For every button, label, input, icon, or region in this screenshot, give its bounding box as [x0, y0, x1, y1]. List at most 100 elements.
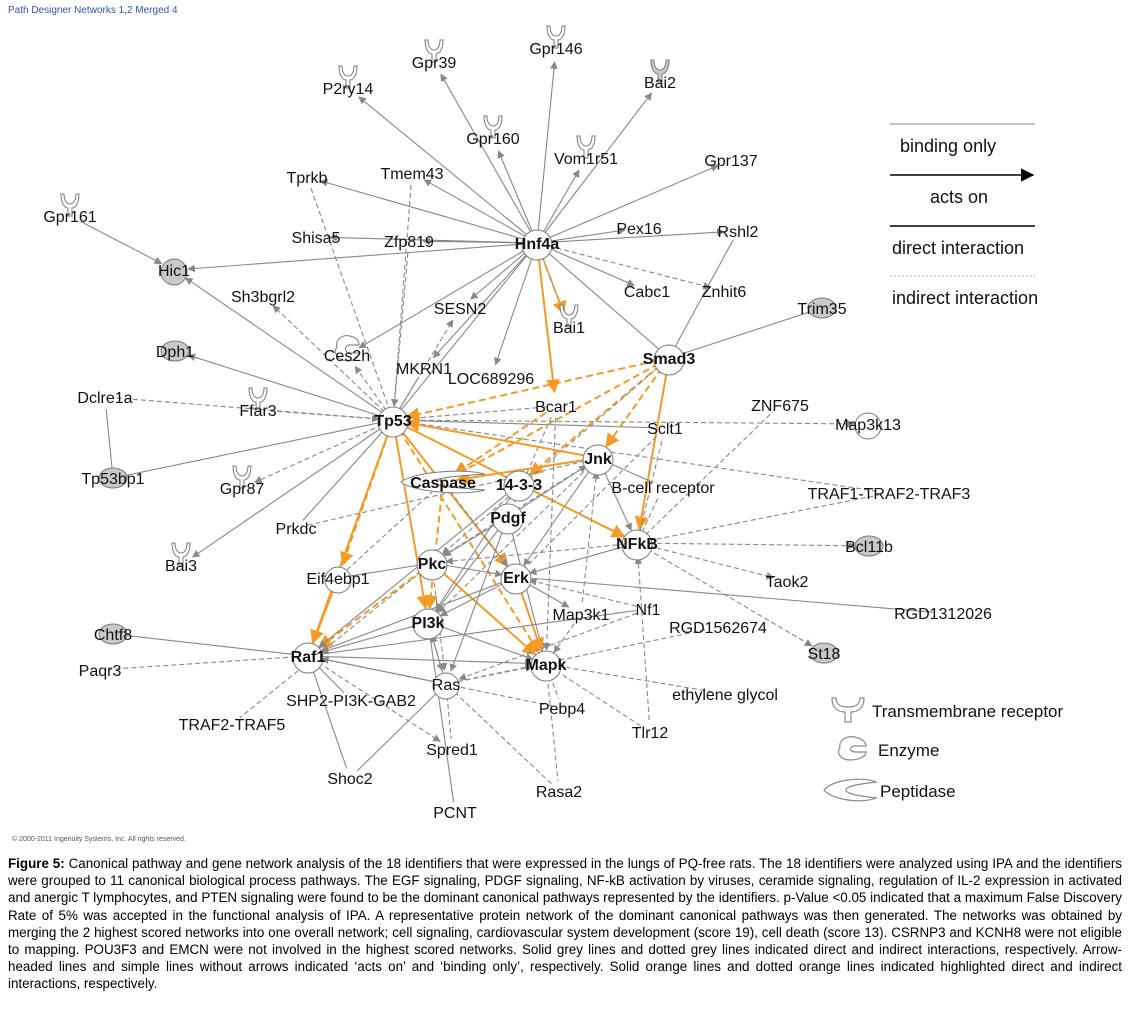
node-gpr161[interactable]: Gpr161: [43, 193, 97, 226]
edge-Pkc-Erk: [443, 564, 503, 578]
node-map3k1[interactable]: Map3k1: [553, 607, 610, 624]
node-14-3-3[interactable]: 14-3-3: [496, 470, 542, 502]
node-tprkb[interactable]: Tprkb: [287, 170, 328, 187]
node-label: Hic1: [158, 263, 190, 280]
node-chtf8[interactable]: Chtf8: [94, 623, 132, 645]
node-rshl2[interactable]: Rshl2: [718, 224, 759, 241]
edge-NFkB-Sclt1: [639, 437, 664, 532]
node-taok2[interactable]: Taok2: [766, 574, 809, 591]
node-spred1[interactable]: Spred1: [426, 742, 478, 759]
edge-Ras-Shoc2: [356, 692, 438, 772]
node-bai2[interactable]: Bai2: [644, 59, 676, 92]
node-bcl11b[interactable]: Bcl11b: [845, 535, 893, 557]
node-shoc2[interactable]: Shoc2: [327, 771, 372, 788]
node-eif4ebp1[interactable]: Eif4ebp1: [306, 566, 370, 594]
node-pdgf[interactable]: Pdgf: [490, 503, 526, 535]
node-label: Gpr137: [704, 153, 757, 170]
node-sclt1[interactable]: Sclt1: [647, 421, 683, 438]
node-oval-icon: [854, 535, 884, 557]
node-tlr12[interactable]: Tlr12: [632, 725, 669, 742]
node-label: Raf1: [291, 649, 326, 666]
node-label: Znhit6: [702, 284, 747, 301]
edge-Tp53-Sclt1: [404, 419, 656, 429]
node-circle-icon: [503, 470, 535, 502]
node-rasa2[interactable]: Rasa2: [536, 784, 582, 801]
node-label: Map3k1: [553, 607, 610, 624]
node-tp53[interactable]: Tp53: [374, 406, 412, 438]
node-ffar3[interactable]: Ffar3: [239, 387, 277, 420]
node-label: Tlr12: [632, 725, 669, 742]
edge-Smad3-14-3-3: [528, 364, 661, 476]
node-ethylene[interactable]: ethylene glycol: [672, 687, 778, 704]
node-hnf4a[interactable]: Hnf4a: [515, 229, 560, 261]
node-paqr3[interactable]: Paqr3: [79, 663, 122, 680]
node-shisa5[interactable]: Shisa5: [292, 230, 341, 247]
node-sesn2[interactable]: SESN2: [434, 301, 487, 318]
node-pex16[interactable]: Pex16: [616, 221, 661, 238]
node-pcnt[interactable]: PCNT: [433, 805, 477, 822]
node-prkdc[interactable]: Prkdc: [276, 521, 317, 538]
edge-Tp53-Prkdc: [302, 428, 386, 521]
node-label: Pkc: [418, 556, 447, 573]
edge-Jnk-Bcell: [608, 462, 655, 484]
node-trim35[interactable]: Trim35: [797, 297, 847, 319]
node-hic1[interactable]: Hic1: [158, 258, 190, 286]
node-smad3[interactable]: Smad3: [643, 344, 696, 376]
node-gpr137[interactable]: Gpr137: [704, 153, 757, 170]
edge-Map3k1-Mapk: [553, 623, 575, 654]
node-tmem43[interactable]: Tmem43: [380, 166, 443, 183]
node-label: TRAF2-TRAF5: [179, 717, 286, 734]
node-bcar1[interactable]: Bcar1: [535, 399, 577, 416]
node-znf675[interactable]: ZNF675: [751, 398, 809, 415]
node-traf123[interactable]: TRAF1-TRAF2-TRAF3: [808, 486, 971, 503]
node-label: Pex16: [616, 221, 661, 238]
edge-NFkB-Pkc: [445, 543, 626, 565]
node-map3k13[interactable]: Map3k13: [835, 412, 901, 440]
node-znhit6[interactable]: Znhit6: [702, 284, 747, 301]
node-rgd1562674[interactable]: RGD1562674: [669, 620, 767, 637]
node-label: Tp53bp1: [81, 471, 144, 488]
node-bai3[interactable]: Bai3: [165, 542, 197, 575]
node-oval-icon: [160, 340, 190, 362]
node-gpr160[interactable]: Gpr160: [466, 115, 520, 148]
edge-Smad3-Tp53: [405, 359, 658, 421]
node-label: Map3k13: [835, 417, 901, 434]
node-dclre1a[interactable]: Dclre1a: [77, 390, 132, 407]
node-ces2h[interactable]: Ces2h: [324, 335, 370, 365]
node-vom1r51[interactable]: Vom1r51: [554, 135, 618, 168]
node-raf1[interactable]: Raf1: [291, 642, 326, 674]
node-dph1[interactable]: Dph1: [156, 340, 194, 362]
node-bai1[interactable]: Bai1: [553, 304, 585, 337]
node-nfkb[interactable]: NFkB: [616, 529, 658, 561]
node-shp2[interactable]: SHP2-PI3K-GAB2: [286, 693, 416, 710]
node-tp53bp1[interactable]: Tp53bp1: [81, 467, 145, 489]
node-gpr87[interactable]: Gpr87: [220, 465, 265, 498]
node-p2ry14[interactable]: P2ry14: [323, 65, 374, 98]
legend-direct-interaction: direct interaction: [892, 238, 1024, 258]
node-caspase[interactable]: Caspase: [400, 470, 486, 494]
node-erk[interactable]: Erk: [500, 563, 532, 595]
node-circle-icon: [621, 529, 653, 561]
node-pebp4[interactable]: Pebp4: [539, 701, 585, 718]
edge-Ffar3-Tp53: [269, 410, 380, 423]
node-nf1[interactable]: Nf1: [636, 602, 661, 619]
node-ras[interactable]: Ras: [432, 672, 460, 700]
node-bcell[interactable]: B-cell receptor: [611, 480, 715, 497]
node-gpr39[interactable]: Gpr39: [412, 39, 457, 72]
node-loc689296[interactable]: LOC689296: [448, 371, 534, 388]
node-label: Rasa2: [536, 784, 582, 801]
node-pi3k[interactable]: PI3k: [412, 608, 445, 640]
node-jnk[interactable]: Jnk: [582, 444, 614, 476]
node-mapk[interactable]: Mapk: [526, 650, 567, 682]
edge-Erk-Map3k1: [526, 582, 570, 608]
node-rgd1312026[interactable]: RGD1312026: [894, 606, 992, 623]
node-sh3bgrl2[interactable]: Sh3bgrl2: [231, 289, 295, 306]
node-st18[interactable]: St18: [808, 642, 841, 664]
node-zfp819[interactable]: Zfp819: [384, 234, 434, 251]
node-pkc[interactable]: Pkc: [416, 549, 448, 581]
node-mkrn1[interactable]: MKRN1: [396, 361, 452, 378]
node-gpr146[interactable]: Gpr146: [529, 25, 583, 58]
edge-NFkB-Bcl11b: [648, 541, 856, 550]
node-traf25[interactable]: TRAF2-TRAF5: [179, 717, 286, 734]
node-cabc1[interactable]: Cabc1: [624, 284, 670, 301]
